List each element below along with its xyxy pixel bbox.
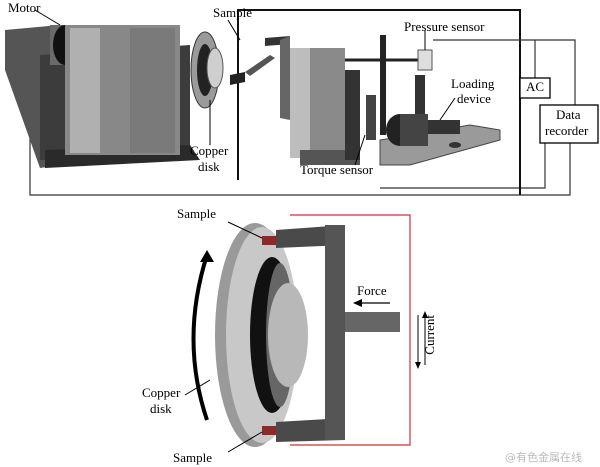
leader-motor — [34, 9, 61, 26]
motor — [5, 25, 200, 168]
label-sample-top: Sample — [213, 5, 252, 20]
current-arrowhead-up — [422, 311, 428, 318]
leader-loading — [439, 97, 456, 121]
torque-assembly — [290, 35, 430, 165]
copper-disk-bottom — [215, 223, 308, 447]
loading-device — [379, 75, 501, 166]
label-current: Current — [422, 315, 437, 355]
wire-frame — [237, 9, 521, 195]
sample-holder-bottom — [276, 225, 400, 442]
leader-sample-bottom — [227, 431, 263, 453]
label-copper-top-line1: Copper — [190, 143, 229, 158]
ac-box — [519, 77, 551, 99]
label-copper-top-line2: disk — [198, 159, 220, 174]
label-loading-line1: Loading — [451, 76, 495, 91]
label-sample-bottom-top: Sample — [177, 206, 216, 221]
label-copper-bottom-line1: Copper — [142, 385, 181, 400]
sample-holder-top — [230, 36, 290, 120]
label-ac: AC — [526, 79, 545, 94]
leader-torque — [354, 134, 366, 166]
label-torque-sensor: Torque sensor — [300, 162, 374, 177]
label-pressure-sensor: Pressure sensor — [404, 19, 485, 34]
top-schematic — [5, 9, 599, 196]
sample-top-block — [262, 236, 276, 245]
label-copper-bottom-line2: disk — [150, 401, 172, 416]
sample-bottom-block — [262, 426, 276, 435]
bottom-schematic — [184, 214, 428, 453]
current-loop — [290, 214, 411, 446]
leader-copper-bottom — [184, 379, 211, 396]
label-recorder-line1: Data — [556, 107, 581, 122]
label-motor: Motor — [8, 0, 41, 15]
leader-sample — [227, 19, 241, 41]
copper-disk-top — [190, 31, 224, 109]
current-arrowhead-down — [415, 362, 421, 369]
rotation-arrow — [191, 254, 209, 421]
force-arrowhead — [353, 299, 362, 307]
leader-sample-top — [227, 221, 263, 239]
watermark: @有色金属在线 — [505, 451, 582, 464]
label-loading-line2: device — [457, 91, 491, 106]
wire-recorder-lower — [380, 143, 546, 189]
label-sample-bottom-bottom: Sample — [173, 450, 212, 465]
wire-pressure — [433, 39, 576, 105]
label-recorder-line2: recorder — [545, 123, 589, 138]
data-recorder-box — [539, 104, 599, 144]
label-force: Force — [357, 283, 387, 298]
rotation-arrowhead — [200, 250, 214, 262]
pressure-sensor — [417, 49, 433, 71]
